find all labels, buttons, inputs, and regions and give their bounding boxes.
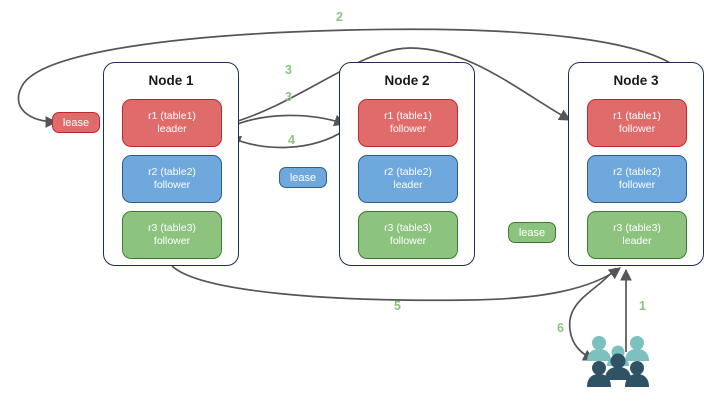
replica-line2: follower xyxy=(389,235,427,247)
replica-line1: r3 (table3) xyxy=(384,222,432,234)
node-title: Node 2 xyxy=(384,73,430,88)
replica-n2-r1[interactable]: r1 (table1) follower xyxy=(358,99,458,147)
edge-5-node1-to-node3 xyxy=(171,265,621,302)
replica-line1: r1 (table1) xyxy=(613,110,661,122)
step-label-4: 4 xyxy=(288,133,295,147)
step-label-1: 1 xyxy=(639,299,646,313)
replica-n3-r3[interactable]: r3 (table3) leader xyxy=(587,211,687,259)
node-card-node3[interactable]: Node 3 r1 (table1) follower r2 (table2) … xyxy=(568,62,704,266)
node-card-node2[interactable]: Node 2 r1 (table1) follower r2 (table2) … xyxy=(339,62,475,266)
step-label-3a: 3 xyxy=(285,63,292,77)
replica-line1: r2 (table2) xyxy=(384,166,432,178)
lease-badge-table2[interactable]: lease xyxy=(279,167,327,188)
replica-n2-r2[interactable]: r2 (table2) leader xyxy=(358,155,458,203)
node-title: Node 3 xyxy=(613,73,659,88)
replica-line2: follower xyxy=(153,235,191,247)
replica-line2: follower xyxy=(389,123,427,135)
node-card-node1[interactable]: Node 1 r1 (table1) leader r2 (table2) fo… xyxy=(103,62,239,266)
replica-n3-r1[interactable]: r1 (table1) follower xyxy=(587,99,687,147)
replica-n3-r2[interactable]: r2 (table2) follower xyxy=(587,155,687,203)
replica-n1-r2[interactable]: r2 (table2) follower xyxy=(122,155,222,203)
edge-3-node1r1-to-node2r1 xyxy=(227,114,347,129)
lease-badge-table1[interactable]: lease xyxy=(52,112,100,133)
replica-line2: leader xyxy=(393,179,423,191)
replica-n2-r3[interactable]: r3 (table3) follower xyxy=(358,211,458,259)
node-title: Node 1 xyxy=(148,73,194,88)
step-label-5: 5 xyxy=(394,299,401,313)
replica-line1: r1 (table1) xyxy=(384,110,432,122)
replica-n1-r1[interactable]: r1 (table1) leader xyxy=(122,99,222,147)
replica-line2: follower xyxy=(153,179,191,191)
step-label-6: 6 xyxy=(557,321,564,335)
replica-line1: r1 (table1) xyxy=(148,110,196,122)
users-group-icon xyxy=(587,336,649,387)
step-label-2: 2 xyxy=(336,10,343,24)
step-label-3b: 3 xyxy=(285,90,292,104)
replica-line2: leader xyxy=(157,123,187,135)
replica-n1-r3[interactable]: r3 (table3) follower xyxy=(122,211,222,259)
replica-line2: leader xyxy=(622,235,652,247)
replica-line2: follower xyxy=(618,179,656,191)
replica-line2: follower xyxy=(618,123,656,135)
replica-line1: r2 (table2) xyxy=(148,166,196,178)
replica-line1: r3 (table3) xyxy=(148,222,196,234)
lease-badge-table3[interactable]: lease xyxy=(508,222,556,243)
replica-line1: r2 (table2) xyxy=(613,166,661,178)
replica-line1: r3 (table3) xyxy=(613,222,661,234)
